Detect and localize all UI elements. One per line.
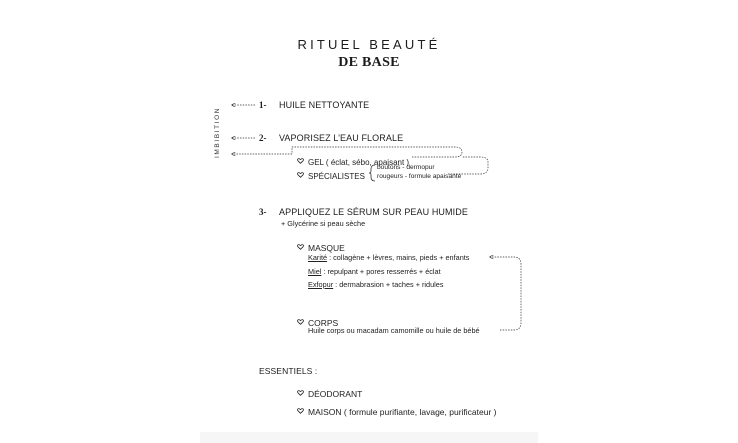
heart-icon bbox=[297, 243, 304, 250]
step2-number: 2- bbox=[259, 133, 267, 143]
step3-title: APPLIQUEZ LE SÉRUM SUR PEAU HUMIDE bbox=[279, 207, 468, 217]
page-bottom-strip bbox=[200, 432, 538, 443]
maison-item: MAISON ( formule purifiante, lavage, pur… bbox=[297, 402, 497, 420]
essentiels-title: ESSENTIELS : bbox=[259, 366, 318, 376]
corps-label: CORPS bbox=[308, 318, 339, 328]
deodorant-label: DÉODORANT bbox=[308, 389, 363, 399]
masque-karite: Karité : collagène + lèvres, mains, pied… bbox=[308, 253, 469, 262]
step1-number: 1- bbox=[259, 100, 267, 110]
specialistes-loop bbox=[448, 156, 489, 175]
title-line-2: DE BASE bbox=[338, 55, 400, 70]
step2-title: VAPORISEZ L’EAU FLORALE bbox=[279, 133, 404, 143]
exfopur-text: : dermabrasion + taches + ridules bbox=[333, 280, 444, 289]
masque-miel: Miel : repulpant + pores resserrés + écl… bbox=[308, 267, 441, 276]
specialistes-brace bbox=[368, 164, 376, 182]
heart-icon bbox=[297, 318, 304, 325]
gel-label: GEL ( éclat, sébo, apaisant ) bbox=[308, 158, 410, 167]
karite-text: : collagène + lèvres, mains, pieds + enf… bbox=[327, 253, 470, 262]
heart-icon bbox=[297, 389, 304, 396]
corps-item: CORPS bbox=[297, 313, 338, 331]
heart-icon bbox=[297, 407, 304, 414]
step3-subtitle: + Glycérine si peau sèche bbox=[281, 219, 366, 228]
masque-corps-loop bbox=[490, 257, 522, 331]
step1-title: HUILE NETTOYANTE bbox=[279, 100, 370, 110]
masque-item: MASQUE bbox=[297, 238, 345, 256]
karite-name: Karité bbox=[308, 253, 328, 262]
specialistes-line-1: boutons - dermopur bbox=[377, 164, 435, 171]
deodorant-item: DÉODORANT bbox=[297, 384, 362, 402]
specialistes-label: SPÉCIALISTES bbox=[308, 172, 365, 181]
masque-exfopur: Exfopur : dermabrasion + taches + ridule… bbox=[308, 280, 443, 289]
miel-text: : repulpant + pores resserrés + éclat bbox=[321, 267, 441, 276]
masque-label: MASQUE bbox=[308, 243, 345, 253]
specialistes-item: SPÉCIALISTES bbox=[297, 166, 365, 184]
exfopur-name: Exfopur bbox=[308, 280, 334, 289]
corps-text: Huile corps ou macadam camomille ou huil… bbox=[308, 326, 480, 335]
heart-icon bbox=[297, 171, 304, 178]
specialistes-line-2: rougeurs - formule apaisante bbox=[377, 173, 462, 180]
heart-icon bbox=[297, 157, 304, 164]
gel-item: GEL ( éclat, sébo, apaisant ) bbox=[297, 152, 409, 170]
maison-label: MAISON ( formule purifiante, lavage, pur… bbox=[308, 407, 497, 417]
miel-name: Miel bbox=[308, 267, 322, 276]
gel-loop bbox=[291, 146, 463, 158]
step3-number: 3- bbox=[259, 207, 267, 217]
title-line-1: RITUEL BEAUTÉ bbox=[297, 37, 441, 52]
